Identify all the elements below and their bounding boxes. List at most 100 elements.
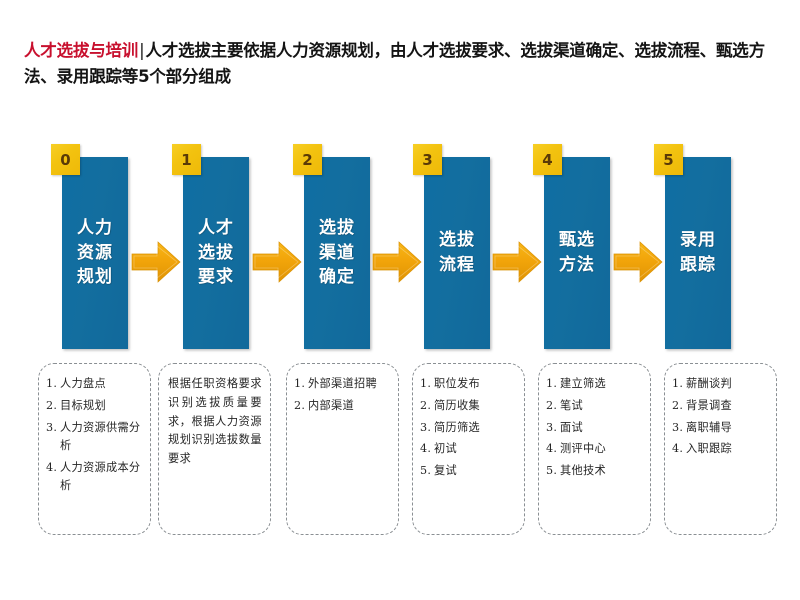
process-step-3[interactable]: 选拔流程 3: [413, 144, 490, 349]
list-item-number: 5.: [420, 464, 432, 477]
list-item-number: 5.: [546, 464, 558, 477]
right-arrow-icon: [372, 240, 422, 284]
title-description: 人才选拔主要依据人力资源规划，由人才选拔要求、选拔渠道确定、选拔流程、甄选方法、…: [24, 41, 765, 86]
process-step-label: 选拔流程: [439, 230, 475, 275]
list-item-text: 入职跟踪: [686, 442, 732, 456]
list-item-text: 面试: [560, 420, 583, 434]
detail-card-paragraph: 根据任职资格要求识别选拔质量要求，根据人力资源规划识别选拔数量要求: [168, 377, 262, 466]
process-step-badge: 3: [413, 144, 442, 175]
right-arrow-icon: [613, 240, 663, 284]
list-item-number: 1.: [672, 377, 684, 390]
list-item-text: 外部渠道招聘: [308, 377, 377, 390]
list-item-text: 测评中心: [560, 442, 606, 456]
process-step-badge: 0: [51, 144, 80, 175]
list-item-text: 建立筛选: [560, 377, 606, 390]
list-item-text: 薪酬谈判: [686, 377, 732, 390]
list-item: 2.简历收集: [420, 397, 518, 415]
list-item-text: 职位发布: [434, 377, 480, 390]
list-item: 1.外部渠道招聘: [294, 375, 392, 393]
list-item-number: 2.: [420, 398, 432, 412]
list-item-text: 初试: [434, 442, 457, 456]
detail-card-1: 根据任职资格要求识别选拔质量要求，根据人力资源规划识别选拔数量要求: [158, 363, 271, 535]
list-item: 3.面试: [546, 419, 644, 437]
list-item: 1.薪酬谈判: [672, 375, 770, 393]
process-step-badge: 1: [172, 144, 201, 175]
process-step-5[interactable]: 录用跟踪 5: [654, 144, 731, 349]
process-step-label: 录用跟踪: [680, 230, 716, 275]
list-item-number: 2.: [672, 398, 684, 412]
list-item: 4.测评中心: [546, 440, 644, 458]
process-step-4[interactable]: 甄选方法 4: [533, 144, 610, 349]
list-item-text: 其他技术: [560, 464, 606, 477]
list-item: 3.离职辅导: [672, 419, 770, 437]
process-step-label: 人才选拔要求: [198, 218, 234, 288]
process-step-1[interactable]: 人才选拔要求 1: [172, 144, 249, 349]
process-step-2[interactable]: 选拔渠道确定 2: [293, 144, 370, 349]
list-item: 1.职位发布: [420, 375, 518, 393]
title-separator: |: [139, 41, 145, 60]
list-item-text: 背景调查: [686, 398, 732, 412]
list-item-text: 简历收集: [434, 398, 480, 412]
process-step-box: 甄选方法: [544, 157, 610, 349]
list-item-text: 目标规划: [60, 398, 106, 412]
right-arrow-icon: [492, 240, 542, 284]
list-item: 2.目标规划: [46, 397, 144, 415]
list-item-number: 4.: [46, 460, 58, 474]
process-step-box: 人才选拔要求: [183, 157, 249, 349]
process-step-label: 人力资源规划: [77, 218, 113, 288]
list-item-number: 1.: [546, 377, 558, 390]
process-step-label: 选拔渠道确定: [319, 218, 355, 288]
list-item: 1.人力盘点: [46, 375, 144, 393]
right-arrow-icon: [252, 240, 302, 284]
list-item: 4.初试: [420, 440, 518, 458]
process-step-0[interactable]: 人力资源规划 0: [51, 144, 128, 349]
list-item-text: 离职辅导: [686, 420, 732, 434]
list-item-number: 2.: [294, 398, 306, 412]
list-item-text: 人力盘点: [60, 377, 106, 390]
list-item: 1.建立筛选: [546, 375, 644, 393]
process-step-box: 选拔渠道确定: [304, 157, 370, 349]
list-item-text: 复试: [434, 464, 457, 477]
list-item-text: 简历筛选: [434, 420, 480, 434]
list-item: 3.人力资源供需分析: [46, 419, 144, 456]
list-item: 2.内部渠道: [294, 397, 392, 415]
process-step-box: 录用跟踪: [665, 157, 731, 349]
list-item-number: 3.: [672, 420, 684, 434]
list-item-number: 4.: [420, 442, 432, 456]
process-step-label: 甄选方法: [559, 230, 595, 275]
list-item: 4.入职跟踪: [672, 440, 770, 458]
process-step-badge: 2: [293, 144, 322, 175]
list-item-text: 人力资源供需分析: [60, 420, 141, 452]
page-title: 人才选拔与培训|人才选拔主要依据人力资源规划，由人才选拔要求、选拔渠道确定、选拔…: [24, 38, 776, 89]
list-item: 2.背景调查: [672, 397, 770, 415]
list-item: 5.复试: [420, 462, 518, 480]
list-item: 4.人力资源成本分析: [46, 459, 144, 496]
list-item-number: 2.: [46, 398, 58, 412]
list-item-number: 4.: [546, 442, 558, 456]
list-item-number: 3.: [420, 420, 432, 434]
process-step-box: 选拔流程: [424, 157, 490, 349]
list-item-number: 3.: [546, 420, 558, 434]
process-step-badge: 5: [654, 144, 683, 175]
list-item-text: 人力资源成本分析: [60, 460, 141, 492]
process-step-badge: 4: [533, 144, 562, 175]
title-highlight: 人才选拔与培训: [24, 41, 139, 60]
list-item-text: 内部渠道: [308, 398, 354, 412]
right-arrow-icon: [131, 240, 181, 284]
list-item-number: 1.: [294, 377, 306, 390]
list-item-number: 1.: [420, 377, 432, 390]
process-flow-diagram: 人力资源规划 0 人才选拔要求 1 选拔渠道确定 2 选拔流程 3 甄选方法 4 录用跟踪 5: [0, 144, 800, 349]
list-item: 5.其他技术: [546, 462, 644, 480]
list-item: 2.笔试: [546, 397, 644, 415]
